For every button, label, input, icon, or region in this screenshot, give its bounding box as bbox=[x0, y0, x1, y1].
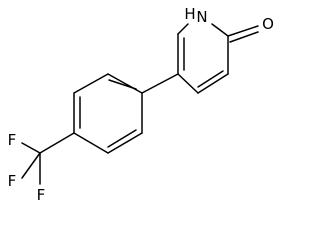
atom-label-oxygen: O bbox=[262, 15, 274, 33]
bond-n-c6 bbox=[177, 23, 189, 35]
bond-c4-c5 bbox=[177, 73, 199, 94]
bond-c5-c1prime bbox=[141, 73, 179, 94]
bond-c2-o bbox=[227, 25, 259, 37]
chemical-structure: H N O F F F bbox=[8, 5, 274, 204]
bond-c3-c4-double bbox=[197, 70, 224, 88]
bond-c2prime-c3prime bbox=[73, 73, 109, 94]
bond-c4prime-cf3 bbox=[39, 132, 75, 154]
bond-c5prime-c6prime bbox=[107, 132, 143, 154]
bond-c3-c4 bbox=[197, 73, 229, 94]
bond-n-c2 bbox=[211, 23, 229, 37]
bond-c4prime-c5prime bbox=[73, 132, 109, 154]
bond-cf3-f1 bbox=[21, 142, 41, 154]
atom-label-fluorine-2: F bbox=[8, 172, 17, 190]
bond-cf3-f2 bbox=[21, 152, 41, 179]
atom-labels: H N O F F F bbox=[8, 5, 274, 204]
atom-label-nh-hydrogen: H bbox=[184, 5, 195, 23]
bond-c5prime-c6prime-double bbox=[107, 129, 137, 148]
atom-label-fluorine-1: F bbox=[8, 131, 17, 149]
atom-label-nitrogen: N bbox=[196, 8, 207, 26]
bond-c1prime-c2prime bbox=[107, 73, 143, 94]
bond-c1prime-c2prime-double bbox=[108, 79, 137, 90]
bond-lines bbox=[21, 23, 259, 185]
atom-label-fluorine-3: F bbox=[37, 186, 46, 204]
bond-c2-o-double bbox=[229, 31, 259, 43]
